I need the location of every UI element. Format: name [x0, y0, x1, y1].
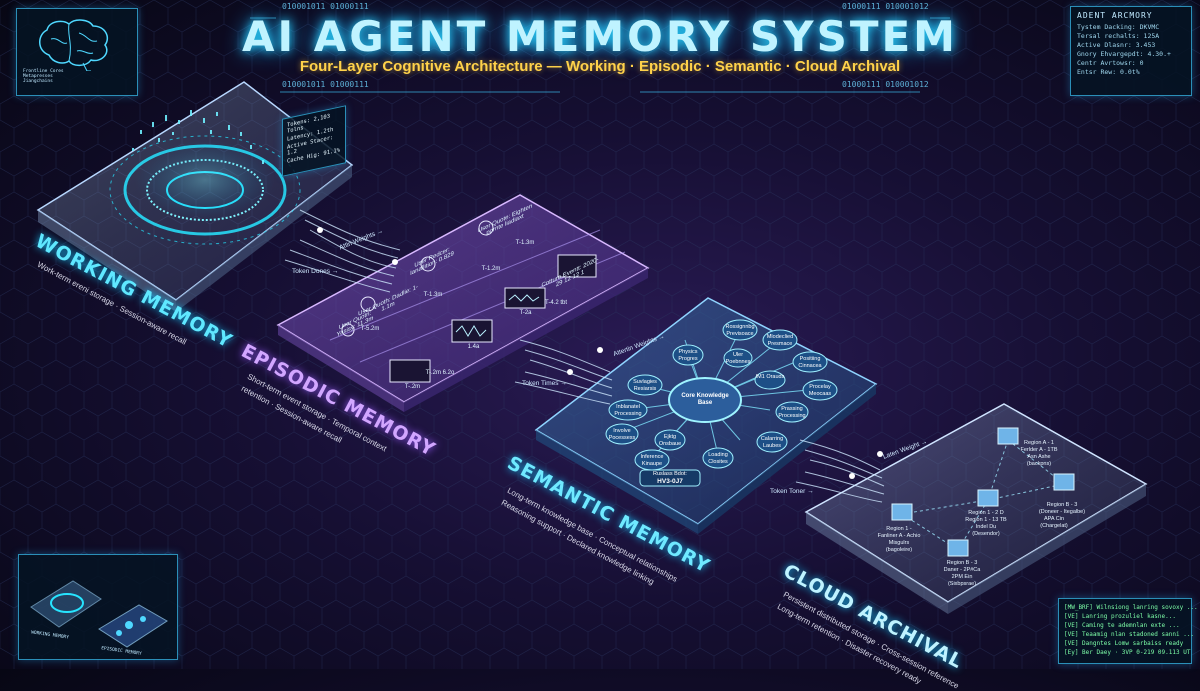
connector-label: Token Toner → [770, 488, 814, 495]
status-line: Gnory Ehvargepdt: 4.30.+ [1077, 50, 1171, 58]
terminal-line: [MW_BRF] Wilnsiong lanring sovoxy ... [1064, 604, 1198, 611]
working-memory-platform [36, 81, 354, 312]
region-line: 2PM Ein [951, 574, 973, 580]
semantic-version-value: HV3-0J7 [657, 478, 683, 485]
episodic-frame-time: T-.2m [404, 384, 421, 390]
connector-working-episodic [284, 209, 401, 293]
semantic-node: Rossignnbg Previsoace [725, 324, 755, 337]
semantic-node: Physics Progres [678, 349, 698, 362]
region-line: (Sixbpsrae) [947, 581, 977, 587]
connector-semantic-cloud [795, 439, 885, 503]
terminal-line: [VE] Teaamig nlan stadoned sanni ... [1064, 631, 1195, 638]
brain-panel-line: Metapresses [23, 74, 53, 79]
region-line: Region B - 3 [1046, 502, 1078, 508]
connector-label: Token Dones → [292, 268, 339, 275]
page-subtitle: Four-Layer Cognitive Architecture — Work… [299, 58, 901, 75]
episodic-event-time: T-1.3m [423, 292, 443, 298]
episodic-frame-time: 1.4a [467, 344, 480, 350]
semantic-node: Positiing Cinnacea [798, 356, 822, 369]
cloud-region: Region 1 - Fanliner A - Achio Misgulrs (… [868, 526, 930, 554]
agent-status-panel: ADENT ARCMORY Tystem Dacking: DKVMC Ters… [1070, 6, 1192, 96]
episodic-frame-time: T-2a [519, 310, 532, 316]
episodic-event-time: T-1.3m [515, 240, 535, 246]
overview-thumbnail: WORKING MEMORY EPISODIC MEMORY [18, 554, 178, 660]
terminal-line: [VE] Lanring prozuliel kasne... [1064, 613, 1176, 620]
connector-episodic-semantic [514, 339, 613, 405]
cloud-region: Region 1 - 2 D Region 1 - 13 TB Indel Du… [958, 510, 1014, 538]
region-line: Region A - 1 [1024, 440, 1054, 446]
brain-panel: Frontline Cores Metapresses Jiangchains [16, 8, 138, 96]
semantic-node: Calarring Laubes [760, 436, 784, 449]
brain-panel-line: Frontline Cores [23, 69, 64, 74]
episodic-event-time: T-1.2m [481, 266, 501, 272]
semantic-version-label: Ruslass Bdot: [653, 471, 687, 477]
semantic-node: Inblanatel Processing [614, 404, 642, 417]
region-line: Asn Ashe [1027, 454, 1051, 460]
cloud-region: APA Cin (Chargelat) [1034, 516, 1074, 530]
region-line: Fanliner A - Achio [877, 533, 921, 539]
episodic-frame-time: T-.2m 6.2o [425, 370, 455, 376]
region-line: (Desendor) [972, 531, 1000, 537]
semantic-node: Suvlagies Resiarsis [633, 379, 657, 392]
region-line: Region 1 - 13 TB [965, 517, 1007, 523]
semantic-node: Mlodeclied Presmace [766, 334, 794, 347]
terminal-line: [VE] Caming te ademnlan exte ... [1064, 622, 1180, 629]
region-line: Region 1 - 2 D [968, 510, 1004, 516]
episodic-memory-platform [276, 194, 650, 412]
semantic-memory-platform [534, 297, 878, 534]
region-line: (Chargelat) [1040, 523, 1068, 529]
region-line: Region 1 - [886, 526, 912, 532]
region-line: (backpns) [1026, 461, 1052, 467]
semantic-node: IM1 Orauds [755, 374, 785, 380]
status-panel-title: ADENT ARCMORY [1077, 11, 1153, 20]
semantic-node: Uler Poebnnex [725, 352, 751, 365]
memory-architecture-diagram [36, 81, 1148, 614]
status-line: Tystem Dacking: DKVMC [1077, 23, 1160, 31]
semantic-node: Procelay Meocaas [808, 384, 832, 397]
binary-deco-top-right: 01000111 010001012 [842, 2, 929, 11]
binary-deco-bottom-right: 01000111 010001012 [842, 80, 929, 89]
region-line: Indel Du [975, 524, 997, 530]
semantic-node: Prassing Processing [778, 406, 806, 419]
binary-deco-bottom-left: 010001011 01000111 [282, 80, 369, 89]
region-line: Misgulrs [888, 540, 910, 546]
region-line: Region B - 3 [946, 560, 978, 566]
status-line: Tersal rechalts: 125A [1077, 32, 1160, 40]
region-line: (bagoleire) [885, 547, 913, 553]
semantic-node: Loading Closites [708, 452, 728, 465]
brain-panel-line: Jiangchains [23, 79, 53, 84]
semantic-node: Involve Pocessess [608, 428, 636, 441]
cloud-region: Region A - 1 Ferlder A - 1TB Asn Ashe (b… [1010, 440, 1068, 468]
region-line: (Doneer - Itegalbe) [1038, 509, 1086, 515]
binary-deco-top-left: 010001011 01000111 [282, 2, 369, 11]
episodic-event-time: T-4.2 tbt [544, 300, 567, 306]
page-title: AI AGENT MEMORY SYSTEM [242, 12, 958, 61]
terminal-log-panel: [MW_BRF] Wilnsiong lanring sovoxy ... [V… [1058, 598, 1198, 664]
thumbnail-diagram [30, 580, 168, 648]
status-line: Entsr Rew: 0.0t% [1077, 68, 1140, 76]
connector-label: Token Times → [522, 380, 567, 387]
header-lines [250, 17, 950, 93]
cloud-archival-platform [804, 403, 1148, 614]
episodic-event-time: T-5.2m [360, 326, 380, 332]
region-line: Daner - 2P#Ca [943, 567, 981, 573]
semantic-node: Inference Kinaupe [640, 454, 664, 467]
status-line: Centr Avrtowsr: 0 [1077, 59, 1144, 67]
status-line: Active Dlasnr: 3.453 [1077, 41, 1156, 49]
core-knowledge-base: Core Knowledge Base [681, 393, 729, 406]
region-line: APA Cin [1043, 516, 1065, 522]
brain-icon [39, 19, 109, 71]
terminal-line: [VE] Dangntes Lomw sarbaiss ready [1064, 640, 1184, 647]
terminal-line: [Ey] Ber Daey · 3VP 0-219 09.113 UT [1064, 649, 1191, 656]
cloud-region: Region B - 3 (Doneer - Itegalbe) [1030, 502, 1094, 516]
semantic-node: Ejktg Onsbaue [658, 434, 682, 447]
cloud-region: Region B - 3 Daner - 2P#Ca 2PM Ein (Sixb… [930, 560, 994, 588]
region-line: Ferlder A - 1TB [1020, 447, 1058, 453]
